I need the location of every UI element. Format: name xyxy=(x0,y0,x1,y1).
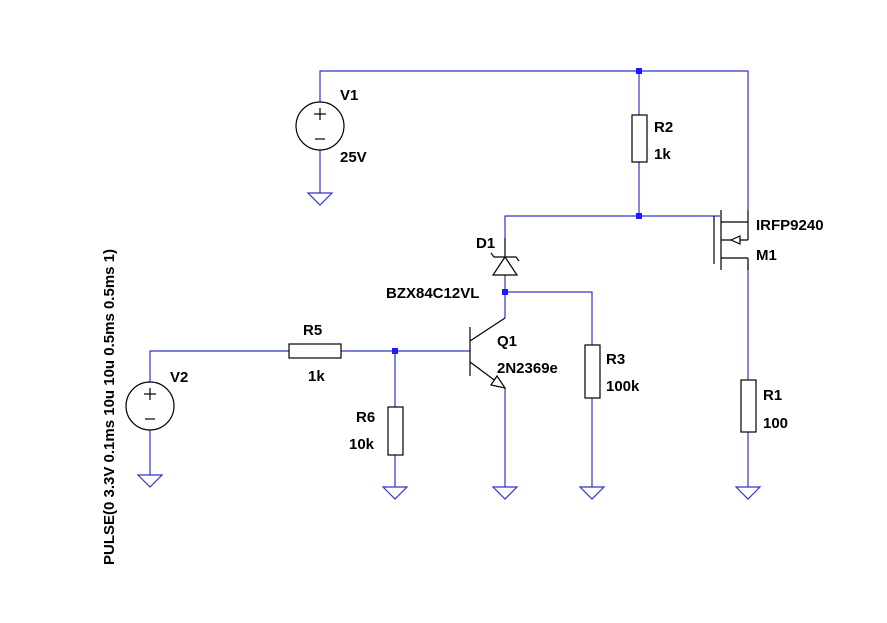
r2-name: R2 xyxy=(654,119,673,136)
junction-dot xyxy=(392,348,398,354)
ground-symbols xyxy=(136,192,762,500)
zener-diode-d1[interactable]: D1 BZX84C12VL xyxy=(386,235,520,302)
d1-value: BZX84C12VL xyxy=(386,285,479,302)
wire-v2-r5 xyxy=(149,350,289,382)
q1-name: Q1 xyxy=(497,333,517,350)
ground-icon xyxy=(491,486,519,500)
voltage-source-v2[interactable]: V2 PULSE(0 3.3V 0.1ms 10u 10u 0.5ms 0.5m… xyxy=(101,249,188,565)
wires xyxy=(149,70,749,487)
v2-value: PULSE(0 3.3V 0.1ms 10u 10u 0.5ms 0.5ms 1… xyxy=(101,249,118,565)
r6-value: 10k xyxy=(349,436,375,453)
r5-name: R5 xyxy=(303,322,322,339)
r5-value: 1k xyxy=(308,368,325,385)
pmos-transistor-m1[interactable]: IRFP9240 M1 xyxy=(713,210,824,270)
resistor-icon xyxy=(631,114,648,163)
r2-value: 1k xyxy=(654,146,671,163)
voltage-source-icon xyxy=(295,101,345,151)
d1-name: D1 xyxy=(476,235,495,252)
wire-d1-r3 xyxy=(504,275,593,345)
voltage-source-icon xyxy=(125,381,175,431)
m1-name: M1 xyxy=(756,247,777,264)
junction-dot xyxy=(636,68,642,74)
resistor-r1[interactable]: R1 100 xyxy=(740,379,788,433)
r1-value: 100 xyxy=(763,415,788,432)
r1-name: R1 xyxy=(763,387,782,404)
resistor-r3[interactable]: R3 100k xyxy=(584,344,640,399)
v1-name: V1 xyxy=(340,87,358,104)
wire-top-rail xyxy=(319,70,749,210)
junction-dot xyxy=(636,213,642,219)
resistor-icon xyxy=(387,406,404,456)
zener-diode-icon xyxy=(491,255,519,276)
voltage-source-v1[interactable]: V1 25V xyxy=(295,87,367,166)
junction-dot xyxy=(502,289,508,295)
ground-icon xyxy=(381,486,409,500)
q1-value: 2N2369e xyxy=(497,360,558,377)
v2-name: V2 xyxy=(170,369,188,386)
junctions xyxy=(392,68,642,354)
r6-name: R6 xyxy=(356,409,375,426)
resistor-icon xyxy=(288,343,342,359)
v1-value: 25V xyxy=(340,149,367,166)
resistor-r6[interactable]: R6 10k xyxy=(349,406,404,456)
resistor-r2[interactable]: R2 1k xyxy=(631,114,673,163)
resistor-icon xyxy=(740,379,757,433)
m1-value: IRFP9240 xyxy=(756,217,824,234)
resistor-r5[interactable]: R5 1k xyxy=(288,322,342,385)
ground-icon xyxy=(734,486,762,500)
resistor-icon xyxy=(584,344,601,399)
r3-name: R3 xyxy=(606,351,625,368)
npn-transistor-q1[interactable]: Q1 2N2369e xyxy=(469,317,558,389)
ground-icon xyxy=(306,192,334,206)
wire-gate-node xyxy=(504,215,720,238)
ground-icon xyxy=(136,474,164,488)
ground-icon xyxy=(578,486,606,500)
r3-value: 100k xyxy=(606,378,640,395)
